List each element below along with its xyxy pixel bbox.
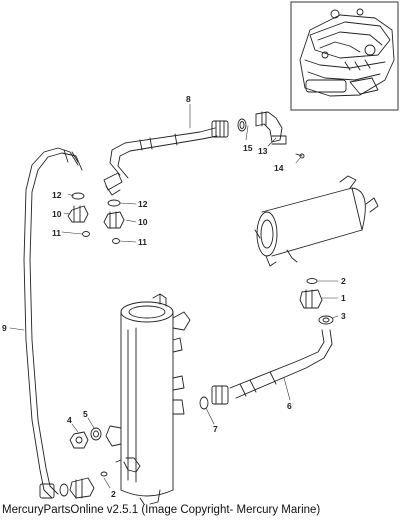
callout-8: 8 xyxy=(186,94,191,104)
fitting-group-right xyxy=(299,278,334,325)
callout-12-left: 12 xyxy=(52,190,62,200)
callout-11-left: 11 xyxy=(52,228,61,238)
callout-12-right: 12 xyxy=(138,199,148,209)
callout-9: 9 xyxy=(2,323,7,333)
callout-15: 15 xyxy=(243,143,253,153)
callout-13: 13 xyxy=(258,146,268,156)
callout-14: 14 xyxy=(274,163,284,173)
callout-5: 5 xyxy=(83,409,88,419)
fuel-cooler xyxy=(105,293,191,505)
callout-7: 7 xyxy=(213,424,218,434)
copyright-footer: MercuryPartsOnline v2.5.1 (Image Copyrig… xyxy=(2,504,321,516)
callout-2-bottom: 2 xyxy=(111,489,116,499)
callout-1: 1 xyxy=(341,293,346,303)
hose-8 xyxy=(103,120,229,196)
callout-11-right: 11 xyxy=(138,237,147,247)
fitting-group-left xyxy=(67,192,125,244)
hose-6 xyxy=(199,329,333,410)
callout-10-right: 10 xyxy=(138,217,148,227)
fuel-filter xyxy=(254,175,379,267)
callout-4: 4 xyxy=(67,415,72,425)
callout-6: 6 xyxy=(287,401,292,411)
fitting-group-bottom xyxy=(59,427,108,499)
callout-labels: 8 15 13 14 12 12 10 10 11 11 9 2 1 3 6 7… xyxy=(2,94,346,499)
callout-10-left: 10 xyxy=(52,209,62,219)
elbow-fitting-13 xyxy=(237,111,305,159)
callout-2-right: 2 xyxy=(341,276,346,286)
leader-lines xyxy=(9,103,339,489)
hose-9 xyxy=(23,147,83,499)
callout-3: 3 xyxy=(341,311,346,321)
engine-inset xyxy=(290,1,399,111)
